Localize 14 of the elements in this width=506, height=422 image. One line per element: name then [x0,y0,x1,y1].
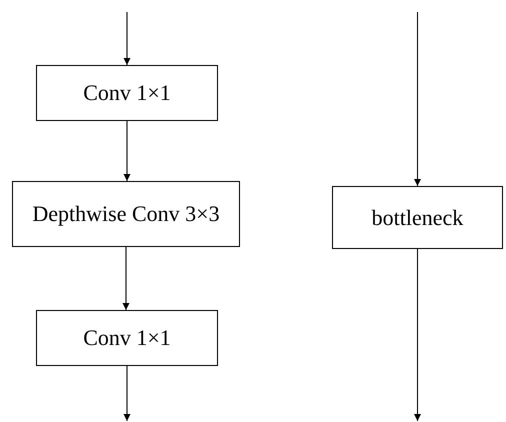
arrow [124,366,130,422]
box-label: Depthwise Conv 3×3 [32,201,220,227]
box-label: Conv 1×1 [83,325,171,351]
process-box [332,186,503,249]
process-box [36,310,218,366]
box-label: bottleneck [372,204,464,230]
process-box [12,181,240,247]
box-label: Conv 1×1 [83,80,171,106]
arrow [122,246,130,310]
arrow [124,12,130,66]
process-box [36,65,218,121]
arrow [124,120,130,182]
arrow [414,12,421,186]
arrow [414,248,421,422]
